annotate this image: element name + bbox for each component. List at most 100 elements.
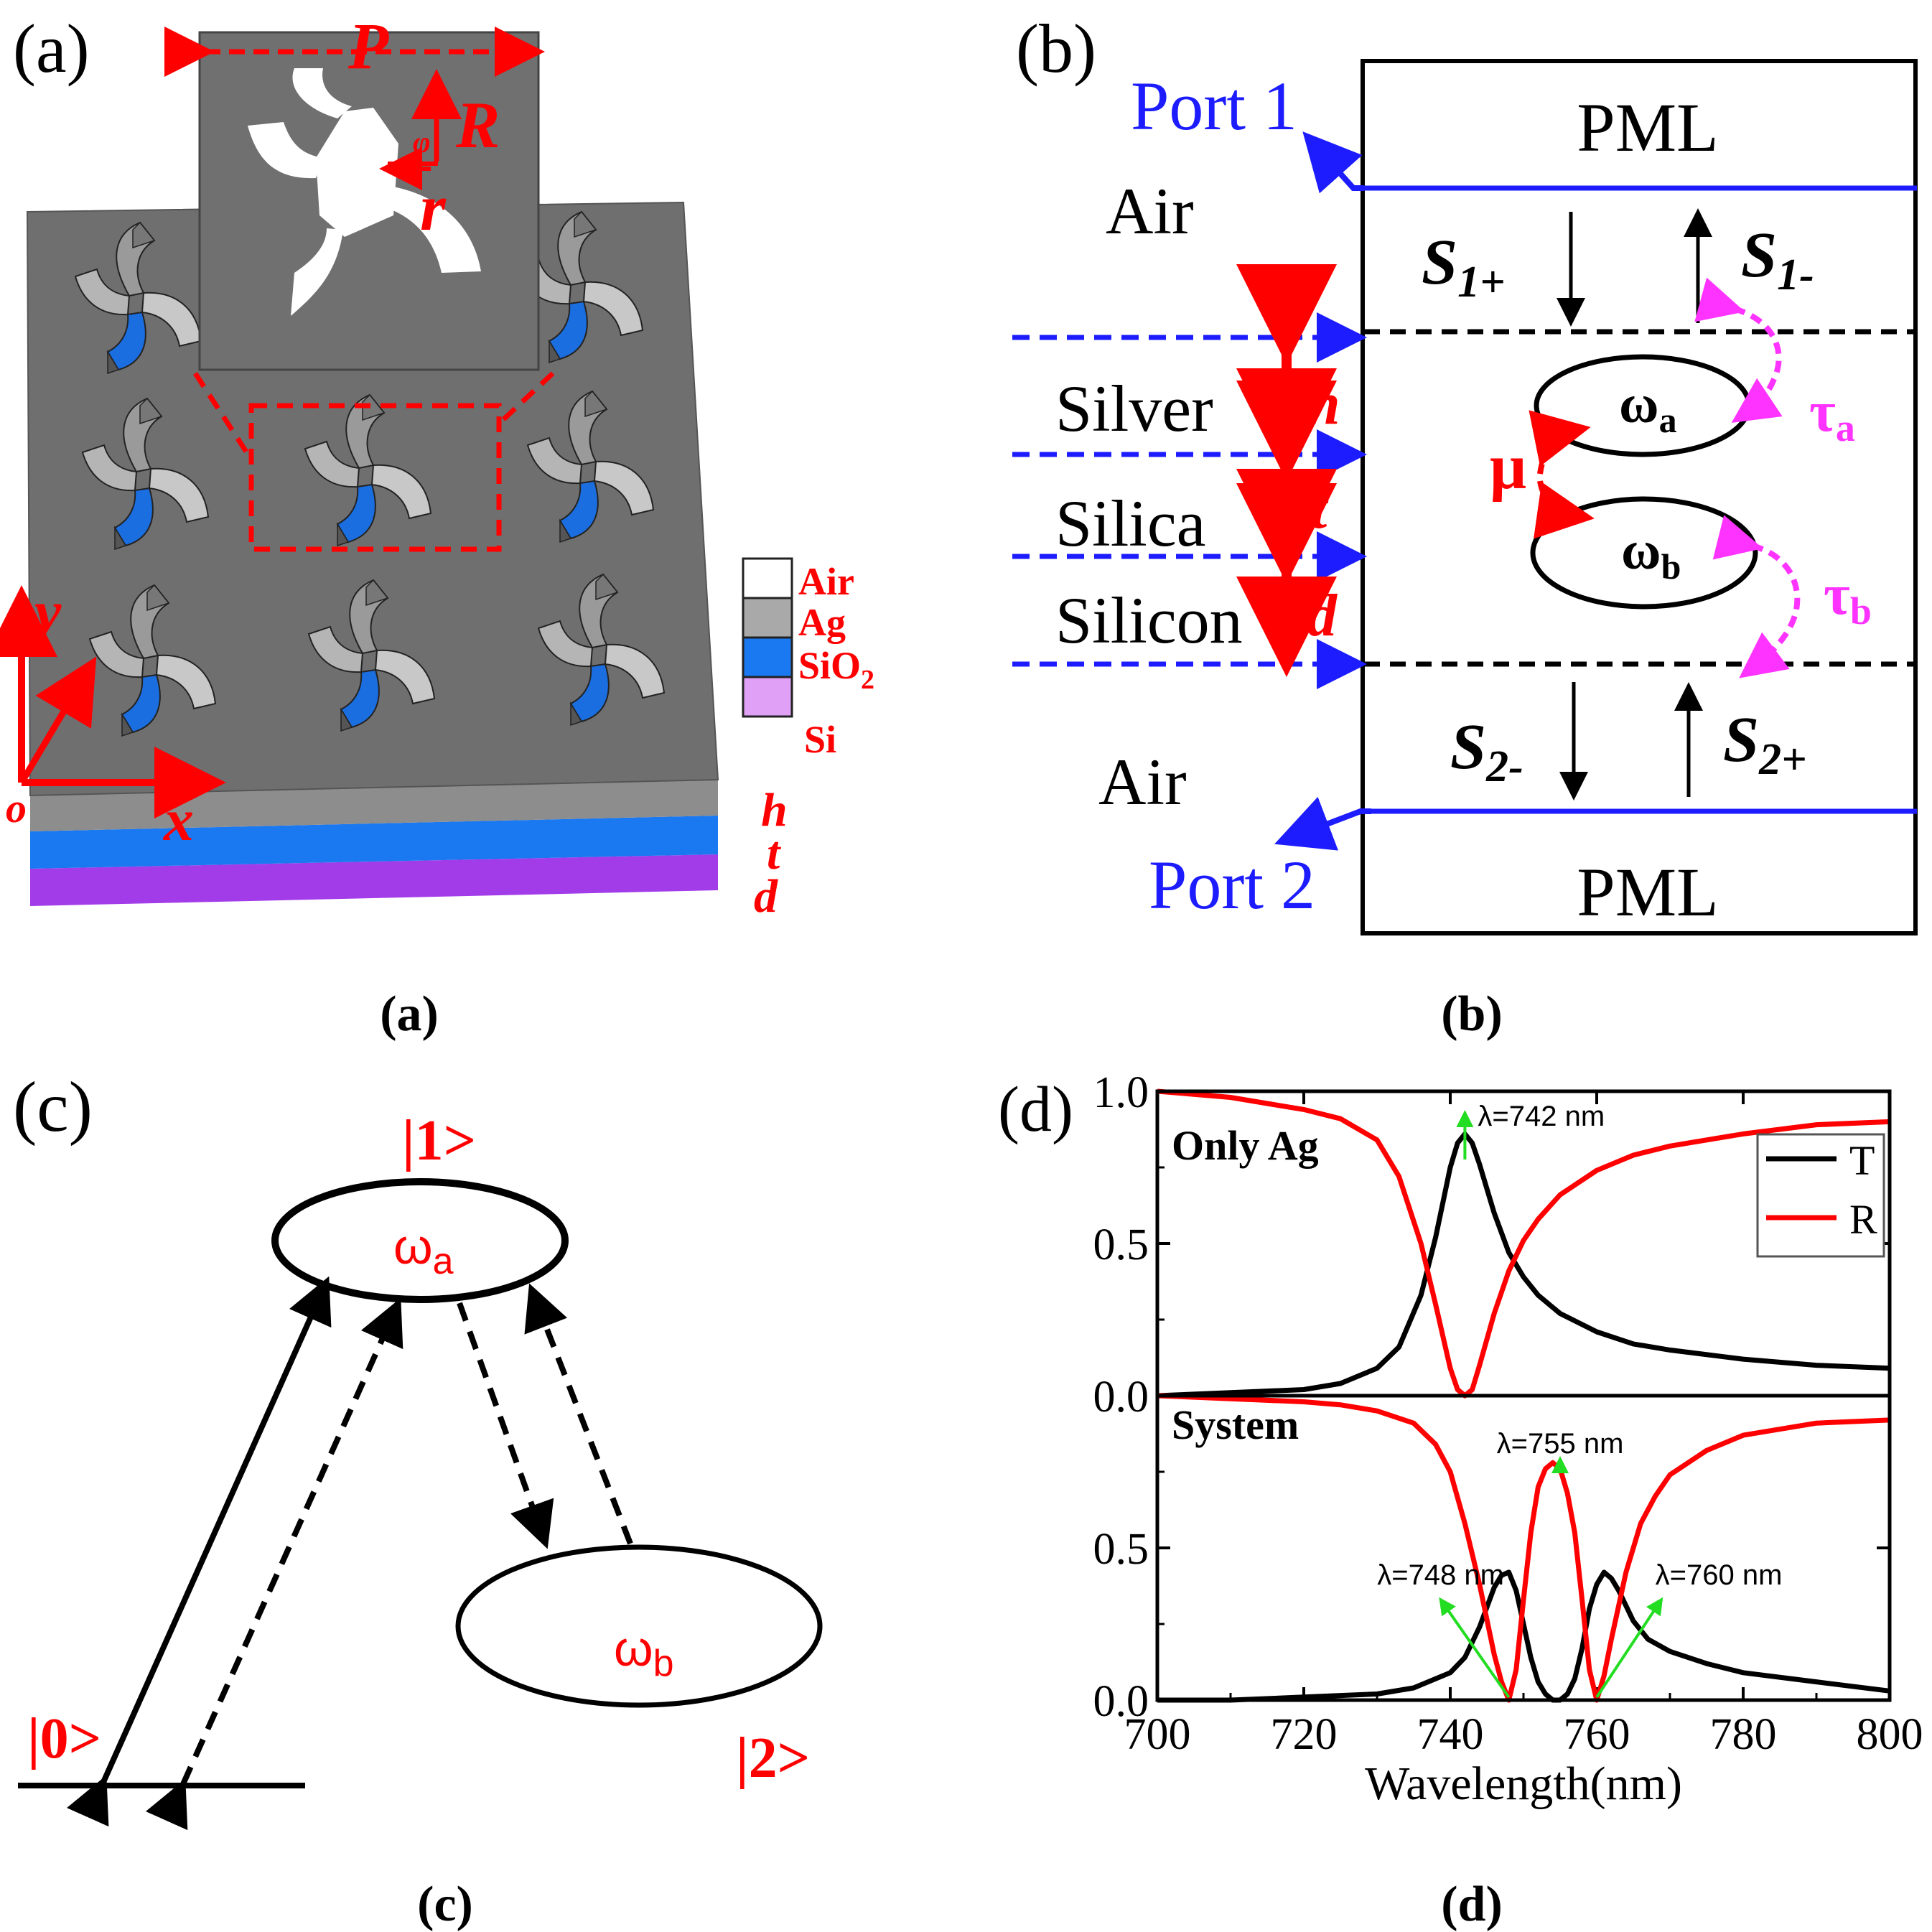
transfer-up-arrow (524, 1283, 633, 1545)
legend-swatch-ag (742, 597, 793, 639)
axis-x-label: x (162, 787, 194, 854)
series-r-1 (1157, 1088, 1890, 1399)
subplot-label: System (1172, 1401, 1299, 1448)
legend-label-sio2: SiO2 (798, 644, 874, 695)
x-tick-label: 780 (1710, 1710, 1777, 1759)
panel-d-tag: (d) (998, 1074, 1073, 1145)
level-b-label: ωb (614, 1620, 674, 1684)
silicon-layer (30, 854, 718, 906)
x-tick-label: 700 (1124, 1710, 1191, 1759)
legend-label-si: Si (804, 718, 836, 761)
legend-label-air: Air (798, 560, 854, 603)
decay-a-label: τa (1809, 381, 1855, 449)
annotation-label: λ=742 nm (1478, 1101, 1605, 1132)
air-bottom-label: Air (1098, 745, 1187, 818)
panel-c-tag: (c) (13, 1067, 93, 1147)
layer-d-label: d (754, 870, 778, 923)
coupling-arrow-down (1533, 480, 1595, 539)
coupling-mu-label: μ (1490, 431, 1526, 503)
x-tick-label: 760 (1564, 1710, 1630, 1759)
panel-b-caption: (b) (1441, 986, 1503, 1042)
legend-box (1756, 1133, 1885, 1258)
thickness-d-label: d (1307, 582, 1338, 649)
s1-out-label: S1- (1741, 220, 1814, 299)
subplot-label: Only Ag (1172, 1122, 1319, 1169)
level-a (271, 1178, 569, 1303)
panel-a-tag: (a) (13, 10, 90, 87)
panel-b-tag: (b) (1016, 10, 1096, 87)
pml-bottom-label: PML (1577, 854, 1718, 930)
annotation-label: λ=755 nm (1497, 1428, 1624, 1460)
dim-p-label: P (347, 9, 389, 83)
simulation-box (1361, 59, 1918, 935)
inset-pinwheel (248, 68, 481, 316)
decay-b-arrow (1712, 515, 1801, 678)
axis-origin-label: o (6, 785, 27, 831)
dim-r-small-label: r (420, 171, 447, 244)
state-1-label: |1> (402, 1109, 476, 1172)
legend-label-ag: Ag (798, 601, 846, 644)
port1-arrow (1302, 131, 1364, 194)
legend-swatch-sio2 (742, 636, 793, 678)
s2-in-label: S2+ (1723, 704, 1806, 784)
zoom-line-right (497, 371, 555, 426)
legend-label-r: R (1849, 1196, 1877, 1243)
x-tick-label: 720 (1271, 1710, 1338, 1759)
decay-b-label: τb (1824, 564, 1872, 633)
panel-d-caption: (d) (1441, 1877, 1503, 1932)
relaxation-arrow-dashed (145, 1297, 403, 1831)
panel-a-caption: (a) (380, 986, 439, 1042)
series-t-1 (1157, 1131, 1890, 1399)
port2-arrow (1274, 796, 1371, 851)
legend-label-t: T (1849, 1137, 1875, 1184)
x-tick-label: 740 (1417, 1710, 1484, 1759)
y-tick-label: 1.0 (1093, 1068, 1149, 1117)
y-tick-label: 0.0 (1093, 1373, 1149, 1422)
x-axis-label: Wavelength(nm) (1365, 1758, 1682, 1810)
silica-layer (30, 816, 718, 869)
panel-a: (a) P (0, 9, 874, 1042)
legend-swatch-air (742, 557, 793, 599)
thickness-t-label: t (1310, 475, 1329, 541)
port2-label: Port 2 (1149, 846, 1315, 923)
y-tick-label: 0.5 (1093, 1525, 1149, 1574)
air-top-label: Air (1106, 174, 1194, 248)
material-legend: Air Ag SiO2 Si (742, 557, 874, 761)
pml-top-label: PML (1577, 89, 1718, 166)
decay-a-arrow (1694, 277, 1783, 423)
layer-t-label: t (767, 827, 781, 879)
peak-marker (1595, 1597, 1663, 1699)
thickness-h-label: h (1307, 370, 1340, 437)
y-tick-label: 0.5 (1093, 1221, 1149, 1269)
level-b (455, 1544, 823, 1708)
silica-label: Silica (1055, 487, 1206, 560)
selection-box (248, 403, 502, 552)
state-0-label: |0> (27, 1707, 101, 1770)
silver-label: Silver (1055, 372, 1213, 445)
panel-b: (b) PML PML Port 1 Port 2 Air Air Silver… (1012, 10, 1918, 1042)
port1-label: Port 1 (1131, 67, 1297, 144)
s1-in-label: S1+ (1422, 227, 1505, 307)
zoom-line-left (193, 372, 253, 461)
resonator-b-label: ωb (1621, 521, 1681, 587)
y-tick-label: 0.0 (1093, 1677, 1149, 1726)
x-tick-label: 800 (1857, 1710, 1923, 1759)
annotation-label: λ=760 nm (1656, 1559, 1783, 1591)
transfer-down-arrow (457, 1302, 554, 1549)
peak-marker (1439, 1597, 1511, 1699)
annotation-label: λ=748 nm (1377, 1559, 1504, 1591)
legend-swatch-si (742, 676, 793, 718)
axis-z-label: z (61, 664, 84, 723)
axis-z (19, 656, 97, 785)
dim-r-big-label: R (455, 88, 500, 162)
state-2-label: |2> (736, 1727, 810, 1790)
level-a-label: ωa (393, 1218, 454, 1282)
panel-c: (c) |1> ωa ωb |0> |2> (c) (13, 1067, 823, 1932)
dim-phi-label: φ (413, 126, 431, 159)
series-r-2 (1157, 1393, 1890, 1703)
s2-out-label: S2- (1450, 711, 1523, 791)
panel-c-caption: (c) (417, 1877, 473, 1932)
